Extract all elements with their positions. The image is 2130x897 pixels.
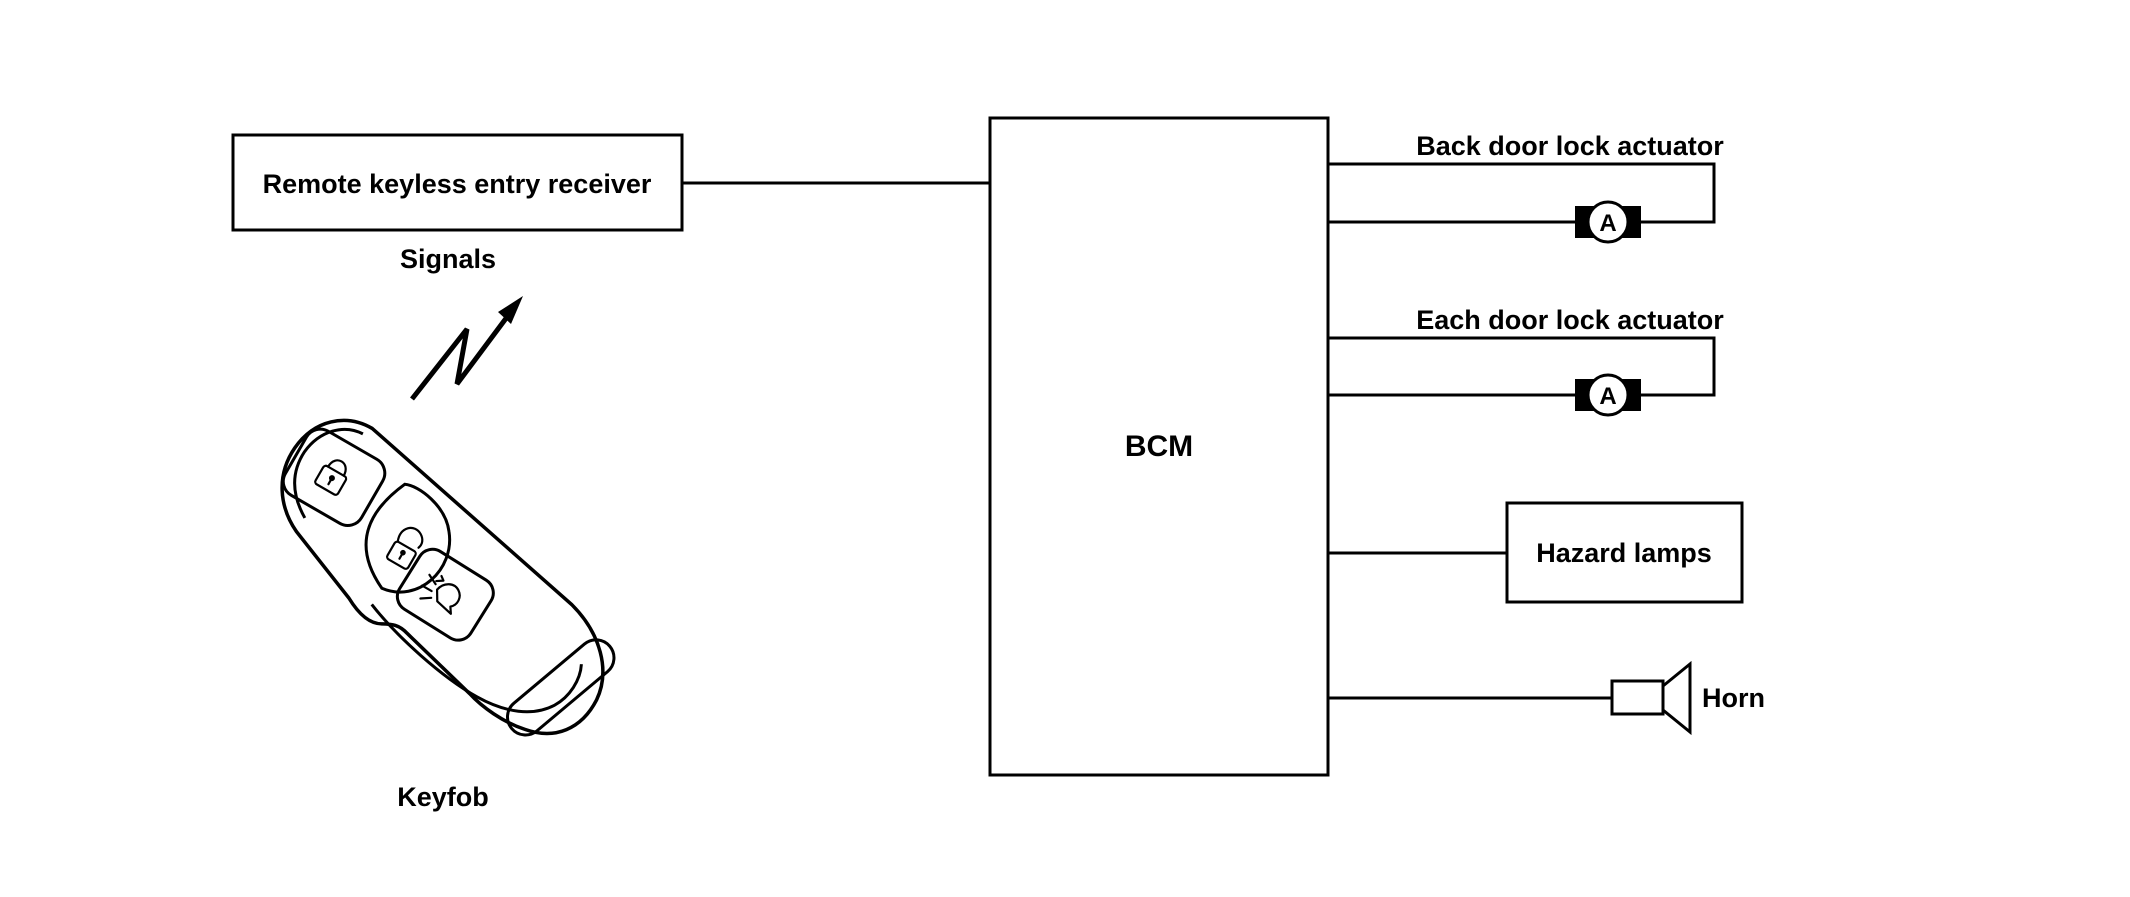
keyfob-panic-button [395, 547, 495, 642]
unlock-button-outline [364, 482, 452, 594]
back-door-lock-actuator-label: Back door lock actuator [1416, 131, 1724, 161]
output-each-door-lock-actuator: Each door lock actuator A [1328, 305, 1724, 417]
closed-padlock-icon [314, 459, 348, 496]
keyfob-keyring-slot [505, 638, 616, 737]
actuator-motor-letter: A [1599, 383, 1616, 410]
output-horn: Horn [1328, 660, 1765, 736]
signals-label: Signals [400, 244, 496, 274]
alarm-bell [435, 583, 461, 615]
bcm-label: BCM [1125, 430, 1193, 463]
output-hazard-lamps: Hazard lamps [1328, 501, 1744, 604]
keyfob-illustration [280, 418, 616, 737]
alarm-sound-lines [419, 573, 437, 600]
bcm-box-outline [988, 116, 1330, 777]
receiver-box: Remote keyless entry receiver [231, 133, 684, 232]
each-door-lock-actuator-label: Each door lock actuator [1416, 305, 1724, 335]
receiver-label: Remote keyless entry receiver [263, 169, 652, 199]
actuator-motor-symbol: A [1575, 200, 1641, 244]
keyfob-tail-edge-line [370, 603, 583, 714]
panic-button-outline [395, 547, 495, 642]
hazard-lamps-box-outline [1505, 501, 1744, 604]
lock-button-outline [281, 427, 387, 527]
horn-alarm-icon [419, 573, 461, 615]
keyfob-label: Keyfob [397, 782, 489, 812]
keyfob-unlock-button [364, 482, 452, 594]
alarm-bolt [435, 574, 445, 583]
hazard-lamps-label: Hazard lamps [1536, 538, 1712, 568]
padlock-shackle-open [396, 526, 424, 549]
open-padlock-icon [386, 526, 424, 570]
padlock-keyhole-stem [327, 478, 333, 486]
keyfob-body-outline [280, 418, 605, 736]
output-back-door-lock-actuator: Back door lock actuator A [1328, 131, 1724, 244]
signal-arrow-zigzag [410, 315, 510, 401]
horn-speaker-body [1610, 679, 1665, 716]
padlock-keyhole-stem [398, 553, 404, 560]
padlock-shackle [327, 459, 347, 477]
wire-each-door-loop [1328, 336, 1716, 397]
horn-speaker-cone [1661, 660, 1692, 736]
padlock-body [314, 464, 348, 496]
signal-arrow-head [498, 296, 523, 324]
bcm-box: BCM [988, 116, 1330, 777]
horn-speaker-icon [1610, 660, 1692, 736]
actuator-motor-circle [1586, 200, 1630, 244]
actuator-motor-symbol: A [1575, 373, 1641, 417]
padlock-body [386, 540, 417, 570]
keyfob-lock-button [281, 427, 387, 527]
actuator-motor-letter: A [1599, 210, 1616, 237]
wire-back-door-loop [1328, 162, 1716, 224]
signal-arrow-icon [410, 296, 523, 401]
actuator-motor-circle [1586, 373, 1630, 417]
horn-label: Horn [1702, 683, 1765, 713]
